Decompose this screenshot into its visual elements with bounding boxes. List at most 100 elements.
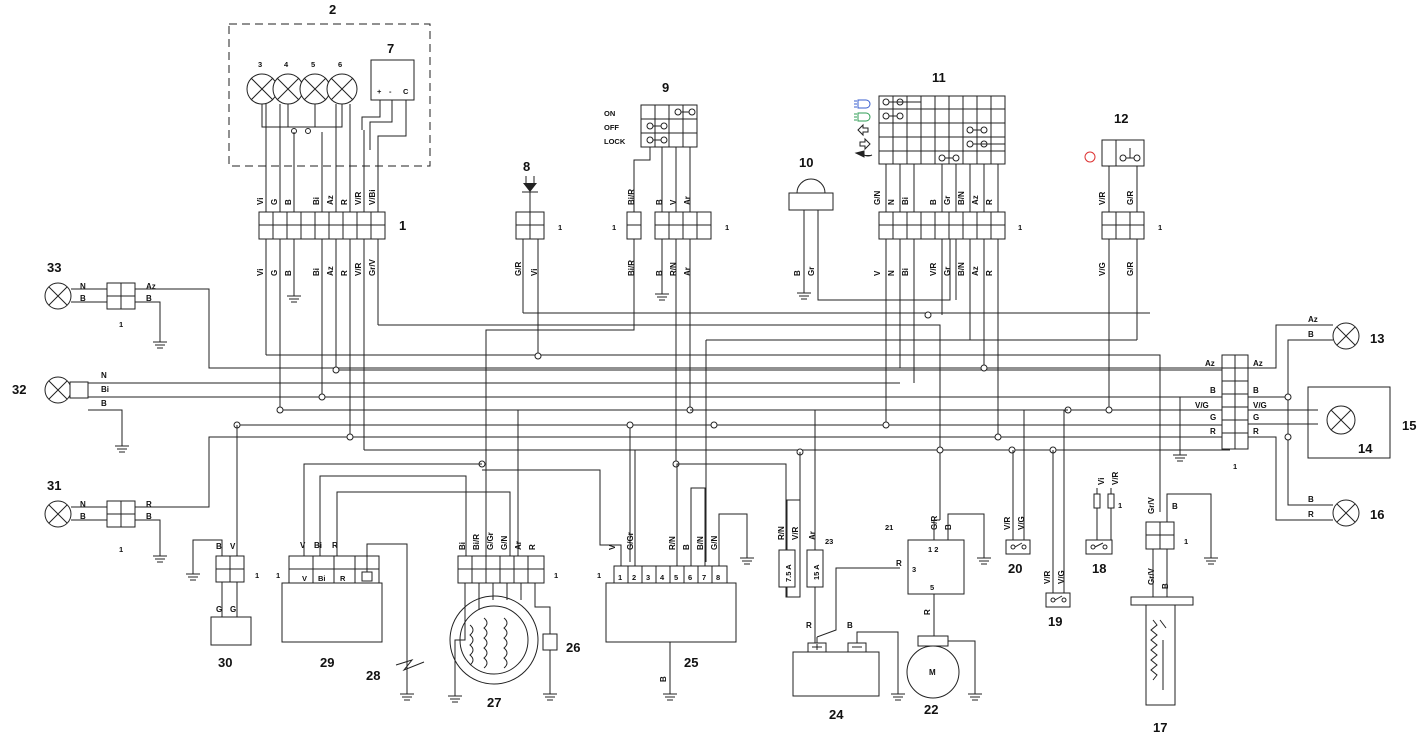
svg-text:1: 1 — [119, 320, 123, 329]
svg-text:Az: Az — [1308, 315, 1318, 324]
svg-text:V/R: V/R — [1003, 516, 1012, 530]
svg-text:N: N — [887, 270, 896, 276]
svg-text:Ar: Ar — [683, 267, 692, 276]
turn-signal-front-left: 31 N B R B 1 — [44, 436, 1230, 563]
svg-text:Gr: Gr — [943, 267, 952, 276]
svg-text:+: + — [377, 87, 382, 96]
svg-text:1: 1 — [597, 571, 601, 580]
component-number: 17 — [1153, 720, 1167, 735]
svg-text:1: 1 — [1018, 223, 1022, 232]
svg-text:C: C — [403, 87, 409, 96]
svg-text:Az: Az — [1205, 359, 1215, 368]
svg-text:N: N — [101, 371, 107, 380]
svg-text:G: G — [1210, 413, 1216, 422]
svg-text:G: G — [270, 199, 279, 205]
component-number: 14 — [1358, 441, 1373, 456]
svg-text:1: 1 — [558, 223, 562, 232]
svg-text:5: 5 — [930, 583, 934, 592]
svg-text:V/R: V/R — [1111, 471, 1120, 485]
svg-text:R: R — [340, 199, 349, 205]
svg-text:Bi: Bi — [312, 197, 321, 205]
headlight: 32 N Bi B — [12, 371, 914, 453]
svg-text:Vi: Vi — [1097, 478, 1106, 485]
turn-signal-rear-right: 13 Az B — [1308, 315, 1384, 350]
svg-text:V: V — [300, 541, 306, 550]
svg-text:Bi: Bi — [101, 385, 109, 394]
svg-text:R/N: R/N — [668, 536, 677, 550]
svg-text:G/R: G/R — [1126, 262, 1135, 276]
component-number: 33 — [47, 260, 61, 275]
starter-relay: 21 1 2 3 5 G/R B R R — [885, 513, 991, 636]
svg-text:R: R — [985, 270, 994, 276]
svg-text:OFF: OFF — [604, 123, 619, 132]
svg-text:G: G — [270, 270, 279, 276]
svg-text:B: B — [146, 294, 152, 303]
warning-lamp: 6 — [326, 60, 358, 105]
svg-text:B: B — [80, 294, 86, 303]
instrument-panel: 2 3 4 5 6 7 + - C — [228, 2, 431, 212]
svg-text:Vi: Vi — [530, 269, 539, 276]
battery: R B 24 — [792, 567, 905, 722]
fuel-level-sensor: Gr/V B 1 Gr/V B 17 — [1130, 493, 1218, 735]
svg-text:R: R — [528, 544, 537, 550]
component-number: 26 — [566, 640, 580, 655]
svg-text:V: V — [230, 542, 236, 551]
warning-lamp: 3 — [246, 60, 278, 105]
svg-text:G: G — [1253, 413, 1259, 422]
svg-text:N: N — [80, 500, 86, 509]
svg-text:Bi: Bi — [312, 268, 321, 276]
turn-signal-rear-left: 33 N B Az B 1 — [44, 260, 1230, 369]
antenna-ground: 28 — [366, 659, 425, 683]
svg-text:Gr: Gr — [807, 267, 816, 276]
oil-pressure-switch: Vi V/R 1 18 — [1085, 471, 1122, 576]
component-number: 10 — [799, 155, 813, 170]
svg-text:Bi: Bi — [314, 541, 322, 550]
svg-text:V: V — [608, 544, 617, 550]
component-number: 9 — [662, 80, 669, 95]
svg-text:1: 1 — [725, 223, 729, 232]
ignition-key-switch: 9 ON OFF LOCK 1 1 Bi/R B V Ar Bi/R B R/N… — [604, 80, 729, 464]
fuel-gauge: 7 + - C — [370, 41, 415, 101]
wire-labels: Vi G B Bi Az R V/R V/Bi Vi G B Bi Az R V… — [256, 189, 377, 276]
svg-text:B: B — [929, 199, 938, 205]
svg-text:Bi: Bi — [901, 268, 910, 276]
svg-text:1: 1 — [255, 571, 259, 580]
component-number: 20 — [1008, 561, 1022, 576]
svg-text:R: R — [806, 621, 812, 630]
pickup-coil: 26 — [542, 633, 580, 701]
component-number: 22 — [924, 702, 938, 717]
ground-symbol — [287, 290, 301, 303]
svg-text:3: 3 — [646, 573, 650, 582]
svg-text:V: V — [873, 270, 882, 276]
svg-text:G: G — [230, 605, 236, 614]
svg-text:Az: Az — [326, 195, 335, 205]
svg-text:V/G: V/G — [1057, 570, 1066, 584]
svg-text:G/Gr: G/Gr — [626, 532, 635, 550]
svg-text:R: R — [332, 541, 338, 550]
svg-text:LOCK: LOCK — [604, 137, 626, 146]
svg-text:B: B — [655, 199, 664, 205]
svg-text:Az: Az — [971, 195, 980, 205]
svg-text:V/Bi: V/Bi — [368, 189, 377, 205]
component-number: 15 — [1402, 418, 1416, 433]
svg-text:V/G: V/G — [1195, 401, 1209, 410]
voltage-regulator: V Bi R 1 V Bi R 29 — [276, 463, 511, 701]
svg-text:B: B — [847, 621, 853, 630]
component-number: 5 — [311, 60, 315, 69]
svg-text:Gr: Gr — [943, 196, 952, 205]
svg-text:2: 2 — [632, 573, 636, 582]
svg-text:M: M — [929, 668, 936, 677]
svg-text:B: B — [655, 270, 664, 276]
component-number: 27 — [487, 695, 501, 710]
svg-text:V/G: V/G — [1017, 516, 1026, 530]
component-number: 11 — [932, 70, 946, 85]
component-number: 21 — [885, 523, 893, 532]
svg-text:1: 1 — [1233, 462, 1237, 471]
harness-trunk — [233, 311, 1230, 562]
horn: 10 B Gr — [788, 155, 951, 301]
svg-text:V/R: V/R — [929, 262, 938, 276]
svg-text:Vi: Vi — [256, 198, 265, 205]
svg-text:R: R — [1308, 510, 1314, 519]
component-number: 16 — [1370, 507, 1384, 522]
svg-text:Bi/R: Bi/R — [627, 260, 636, 276]
